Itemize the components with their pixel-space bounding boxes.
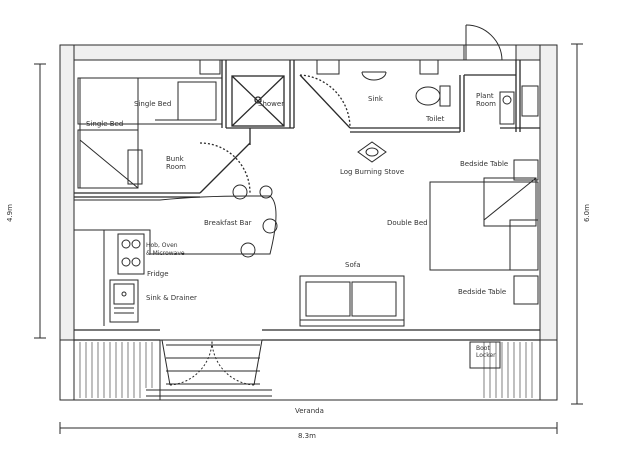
veranda-decking [73, 339, 541, 401]
kitchen-sink [109, 279, 139, 323]
dimension-right [571, 43, 583, 405]
label-veranda: Veranda [295, 407, 324, 415]
label-hob-2: & Microwave [146, 250, 185, 257]
window-top-3 [419, 59, 439, 75]
bottom-wall [74, 329, 540, 341]
bedside-table-top [513, 159, 539, 181]
outer-walls [59, 44, 558, 401]
label-boot-locker-2: Locker [476, 352, 496, 359]
dimension-left [34, 63, 46, 339]
entry-door-top [465, 24, 503, 61]
bedside-table-bottom [513, 275, 539, 305]
hob-oven [117, 233, 145, 275]
label-bedside-table-top: Bedside Table [460, 160, 509, 168]
label-boot-locker-1: Boot [476, 345, 490, 352]
label-sofa: Sofa [345, 261, 361, 269]
veranda-hatch-left [79, 342, 153, 398]
label-single-bed-1: Single Bed [134, 100, 172, 108]
label-bunk-room-1: Bunk [166, 155, 184, 163]
double-bed [429, 177, 539, 271]
plant-room-equipment [499, 85, 539, 125]
label-double-bed: Double Bed [387, 219, 428, 227]
label-single-bed-2: Single Bed [86, 120, 124, 128]
veranda-hatch-right [483, 342, 533, 398]
label-breakfast-bar: Breakfast Bar [204, 219, 252, 227]
dimension-right-label: 6.0m [583, 204, 591, 222]
label-bedside-table-bottom: Bedside Table [458, 288, 507, 296]
label-toilet: Toilet [426, 115, 445, 123]
boot-locker [469, 341, 501, 369]
label-log-burning-stove: Log Burning Stove [340, 168, 405, 176]
toilet [415, 85, 451, 107]
label-fridge: Fridge [147, 270, 169, 278]
breakfast-bar [74, 184, 278, 258]
log-burning-stove [357, 141, 387, 163]
label-bunk-room-2: Room [166, 163, 186, 171]
bunk-bed-lower [77, 77, 143, 189]
bathroom-sink [361, 71, 387, 81]
interior-walls [74, 60, 540, 198]
label-sink-drainer: Sink & Drainer [146, 294, 197, 302]
dimension-left-label: 4.9m [6, 204, 14, 222]
label-sink: Sink [368, 95, 383, 103]
dimension-bottom-label: 8.3m [298, 432, 316, 440]
label-hob-1: Hob, Oven [146, 242, 178, 249]
sofa [299, 275, 405, 327]
veranda-doors [161, 339, 263, 386]
bunk-bed-upper [77, 77, 223, 125]
window-top-1 [199, 59, 221, 75]
label-shower: Shower [258, 100, 285, 108]
label-plant-room-2: Room [476, 100, 496, 108]
label-plant-room-1: Plant [476, 92, 494, 100]
window-top-2 [316, 59, 340, 75]
dimension-bottom [59, 422, 558, 434]
